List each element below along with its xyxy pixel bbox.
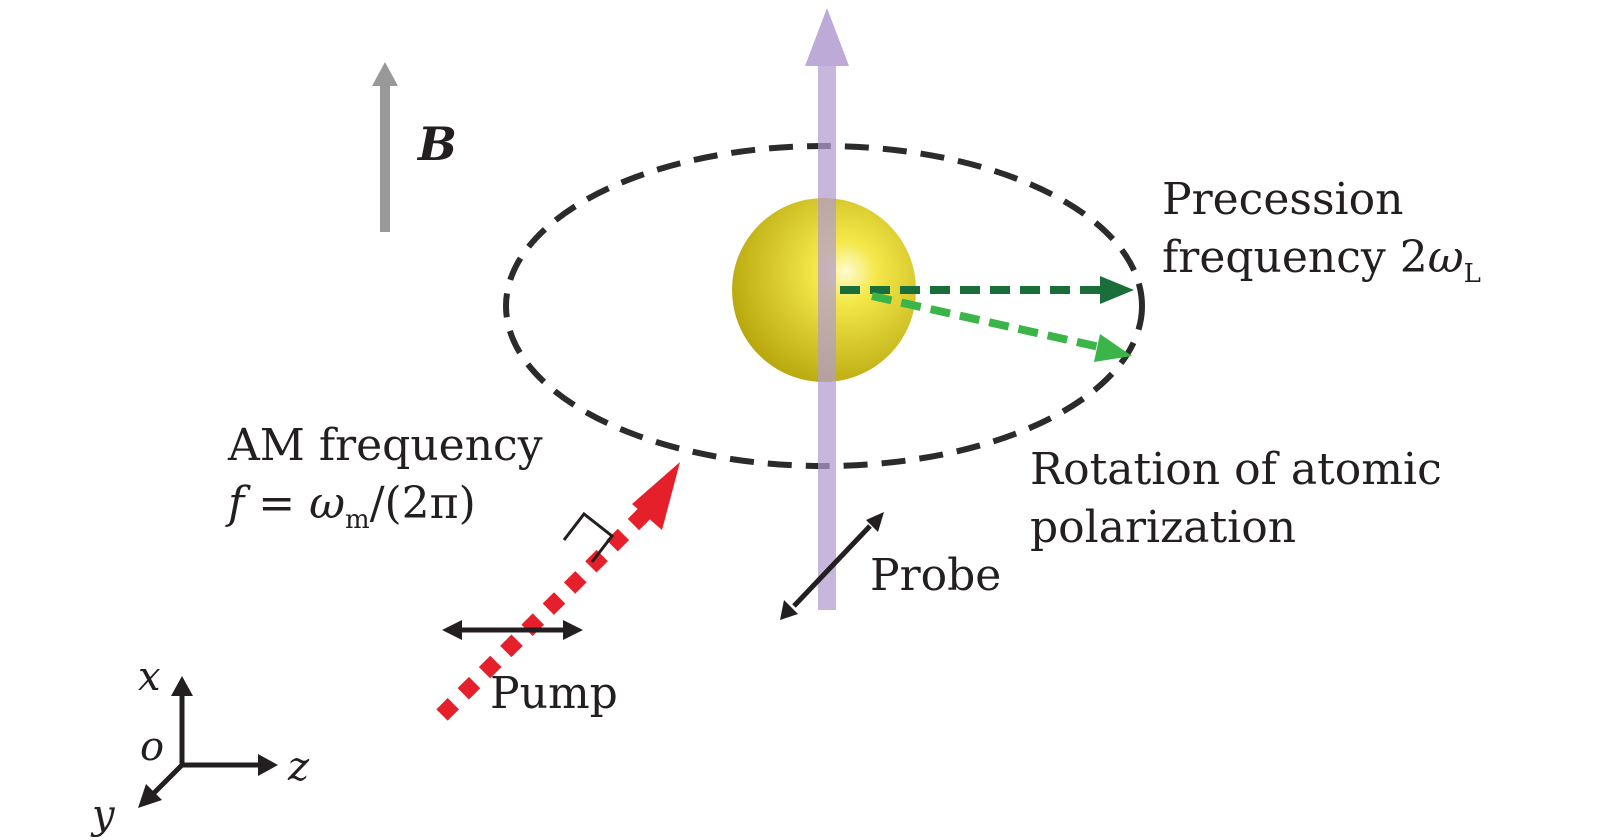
am-rest: /(2π)	[370, 478, 476, 529]
am-frequency-line2: f = ωm/(2π)	[225, 478, 476, 535]
axis-origin-label: o	[140, 724, 164, 770]
spin-vector-light	[871, 292, 1132, 362]
am-frequency-line1: AM frequency	[227, 420, 543, 471]
precession-text: frequency 2	[1162, 232, 1428, 283]
spin-vector-dark	[840, 276, 1134, 304]
axis-z-label: z	[287, 744, 310, 790]
pump-label: Pump	[490, 668, 618, 719]
field-label: B	[416, 117, 457, 171]
rotation-label-line2: polarization	[1030, 502, 1296, 553]
precession-label-line2: frequency 2ωL	[1162, 232, 1481, 289]
axis-x-label: x	[138, 654, 161, 700]
am-subscript: m	[345, 505, 370, 535]
precession-omega: ω	[1428, 232, 1464, 283]
coordinate-axes	[138, 676, 278, 808]
am-eq: =	[244, 478, 309, 529]
pump-polarization-arrow	[442, 620, 583, 640]
magnetic-field-arrow	[372, 62, 398, 232]
probe-polarization-arrow	[780, 512, 884, 620]
rotation-label-line1: Rotation of atomic	[1030, 444, 1442, 495]
probe-label: Probe	[870, 550, 1001, 601]
axis-y-label: y	[90, 792, 116, 838]
am-omega: ω	[309, 478, 345, 529]
right-angle-marker	[562, 511, 615, 563]
pump-beam	[436, 462, 680, 721]
precession-subscript: L	[1464, 259, 1481, 289]
probe-beam	[805, 8, 849, 610]
precession-label-line1: Precession	[1162, 174, 1403, 225]
